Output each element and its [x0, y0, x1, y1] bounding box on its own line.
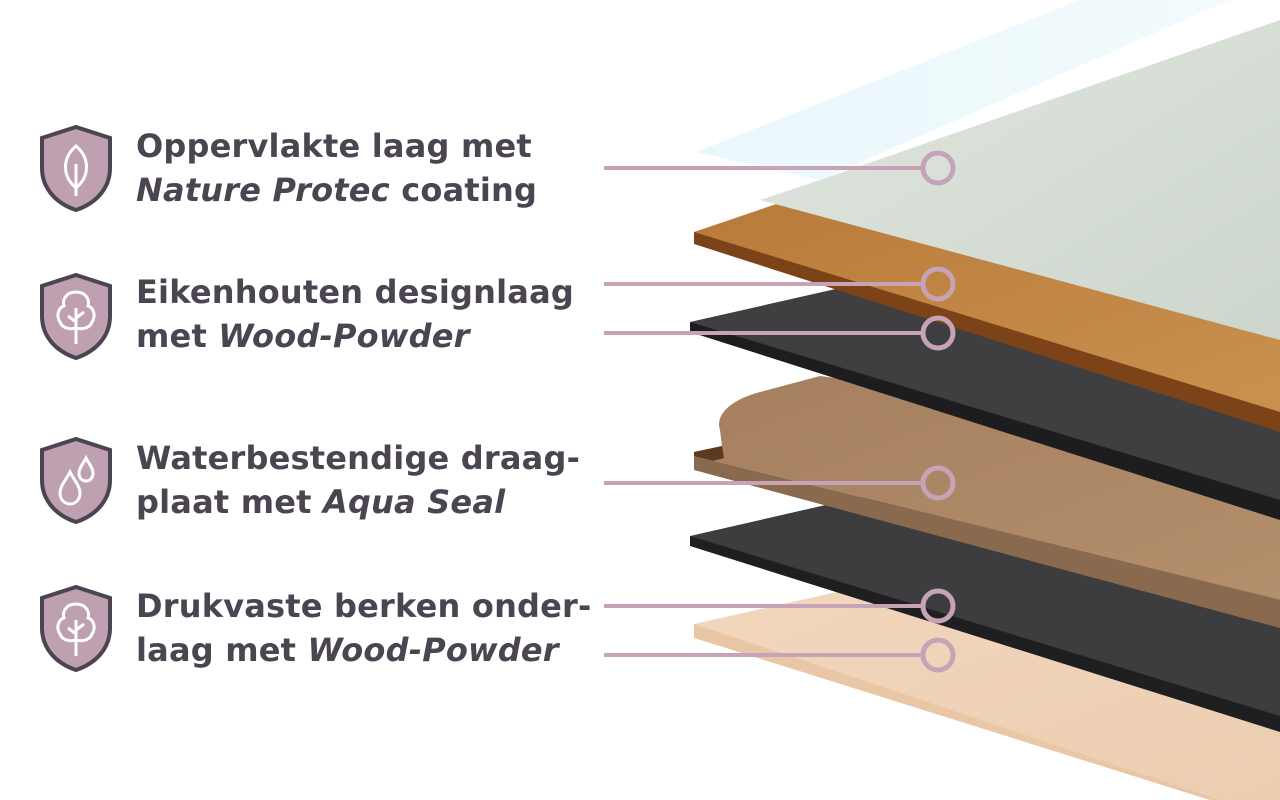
leader-line-3 [604, 465, 956, 501]
layer-label-line2: Nature Protec coating [136, 168, 606, 212]
leaf-icon [40, 124, 112, 212]
tree-icon [40, 584, 112, 672]
layer-label-line2: met Wood-Powder [136, 314, 606, 358]
leader-line-2a [604, 266, 956, 302]
leader-line-4a [604, 588, 956, 624]
layer-label-core: Waterbestendige draag- plaat met Aqua Se… [136, 436, 606, 524]
layer-label-line1: Oppervlakte laag met [136, 127, 532, 165]
leader-line-4b [604, 637, 956, 673]
layer-label-prefix: laag met [136, 631, 308, 669]
layer-label-coating: Oppervlakte laag met Nature Protec coati… [136, 124, 606, 212]
leader-line-2b [604, 315, 956, 351]
layer-label-prefix: met [136, 317, 219, 355]
product-name: Wood-Powder [218, 317, 470, 355]
layer-label-line2: plaat met Aqua Seal [136, 480, 606, 524]
water-drops-icon [40, 436, 112, 524]
layer-label-birch: Drukvaste berken onder- laag met Wood-Po… [136, 584, 606, 672]
leader-line-1 [604, 150, 956, 186]
product-name: Nature Protec [136, 171, 390, 209]
top-coating-shape [696, 0, 1280, 340]
product-name: Aqua Seal [322, 483, 506, 521]
product-name: Wood-Powder [307, 631, 559, 669]
layer-label-prefix: plaat met [136, 483, 323, 521]
layer-label-oak: Eikenhouten designlaag met Wood-Powder [136, 270, 606, 358]
layer-label-line1: Eikenhouten designlaag [136, 273, 574, 311]
layer-label-suffix: coating [389, 171, 538, 209]
tree-icon [40, 272, 112, 360]
layer-label-line1: Drukvaste berken onder- [136, 587, 592, 625]
layer-label-line1: Waterbestendige draag- [136, 439, 581, 477]
layer-label-line2: laag met Wood-Powder [136, 628, 606, 672]
